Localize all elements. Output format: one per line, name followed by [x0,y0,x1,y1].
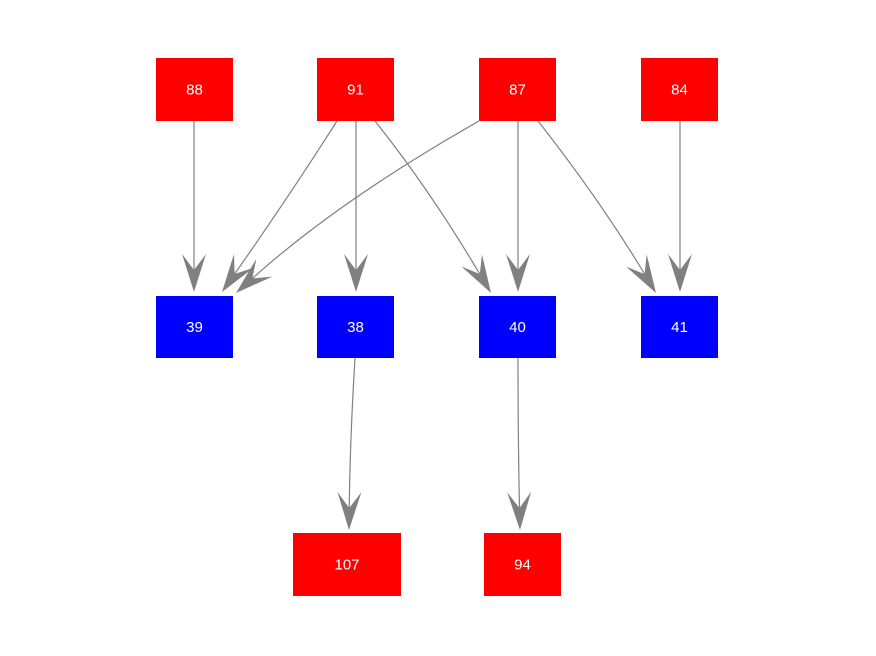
node-39: 39 [156,296,233,358]
arrowhead-n40-n94 [507,491,532,530]
node-label-40: 40 [509,319,526,336]
node-label-41: 41 [671,319,688,336]
arrowhead-n91-n39 [222,253,254,292]
node-box-94 [484,533,561,596]
node-label-91: 91 [347,82,364,99]
edge-n91-n40 [374,120,481,275]
node-box-84 [641,58,718,121]
arrowhead-n91-n38 [344,254,368,292]
edge-n38-n107 [348,357,356,509]
node-94: 94 [484,533,561,596]
edge-n87-n41 [537,120,646,275]
node-label-38: 38 [347,319,364,336]
arrowhead-n87-n41 [626,254,656,293]
node-label-94: 94 [514,557,531,574]
edge-n91-n39 [234,120,338,275]
node-box-88 [156,58,233,121]
arrowhead-n88-n39 [182,254,206,292]
node-box-107 [293,533,401,596]
arrowhead-n87-n39 [236,258,273,293]
node-box-91 [317,58,394,121]
node-box-38 [317,296,394,358]
node-box-39 [156,296,233,358]
arrowhead-n84-n41 [668,254,692,292]
node-box-40 [479,296,556,358]
node-label-84: 84 [671,82,688,99]
node-88: 88 [156,58,233,121]
node-label-87: 87 [509,82,526,99]
nodes-layer: 88 91 87 84 39 38 40 41 107 94 [156,58,718,596]
arrowhead-n91-n40 [461,254,491,293]
node-38: 38 [317,296,394,358]
arrowhead-n87-n40 [506,254,530,292]
node-label-39: 39 [186,319,203,336]
node-40: 40 [479,296,556,358]
node-87: 87 [479,58,556,121]
node-box-87 [479,58,556,121]
node-label-88: 88 [186,82,203,99]
node-label-107: 107 [334,557,359,574]
edges-layer [182,120,692,530]
node-107: 107 [293,533,401,596]
node-84: 84 [641,58,718,121]
node-box-41 [641,296,718,358]
node-41: 41 [641,296,718,358]
arrowhead-n38-n107 [337,491,362,530]
edge-n87-n39 [251,120,480,279]
edge-n40-n94 [517,357,521,509]
node-91: 91 [317,58,394,121]
